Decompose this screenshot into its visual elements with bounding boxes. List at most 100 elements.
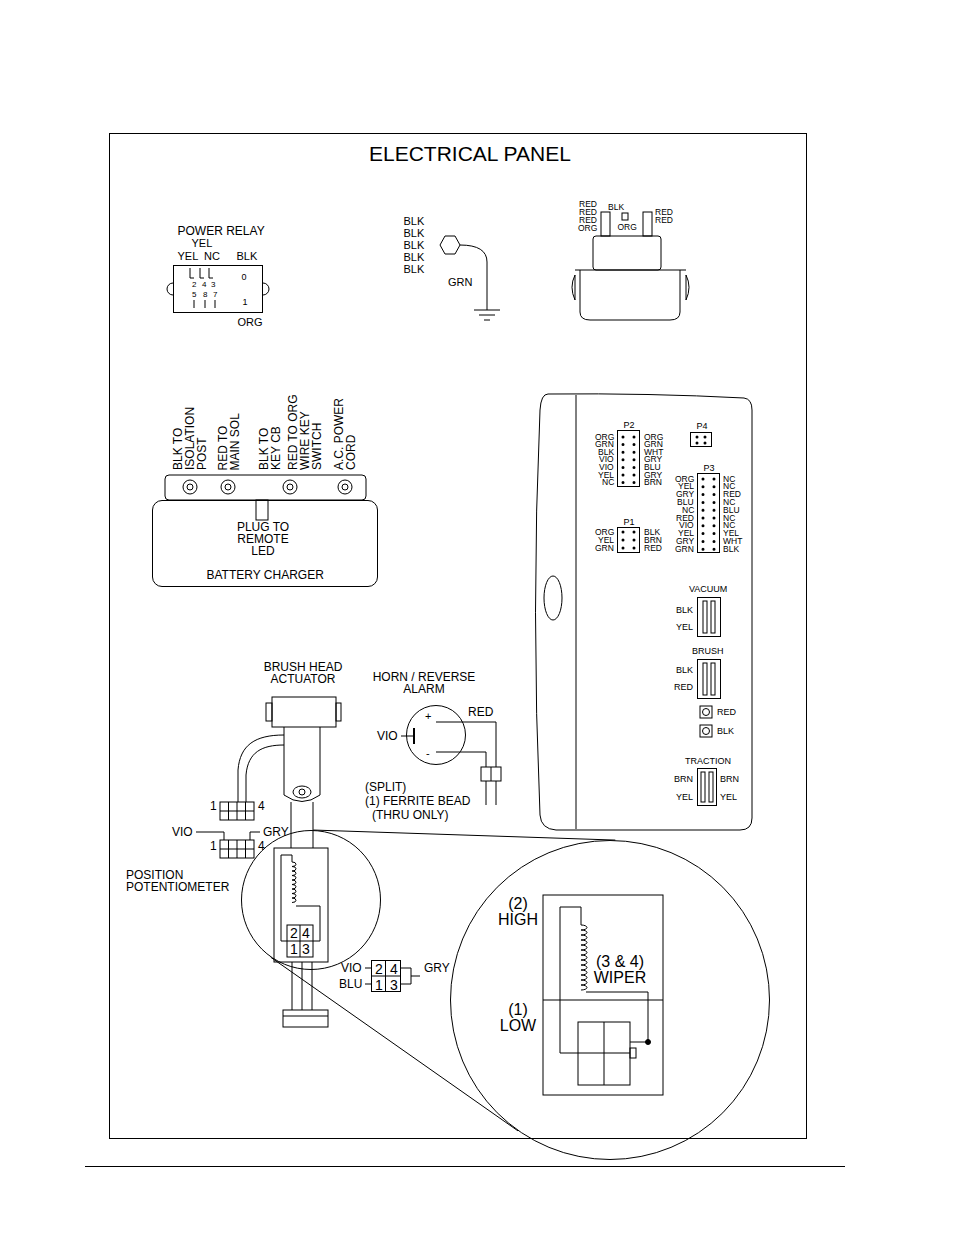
node-text: BRUSH	[692, 647, 724, 656]
connector-p2: P2	[617, 430, 640, 487]
wire-label: POSITION POTENTIOMETER	[126, 869, 226, 893]
wire-label: 0	[242, 273, 247, 282]
wire-label: BLK	[676, 666, 693, 675]
wire-label: YEL	[192, 238, 213, 249]
wire-label: BLK	[237, 251, 258, 262]
node-text: 3	[302, 942, 310, 956]
wire-label: BRN	[674, 775, 693, 784]
wire-label: 4	[202, 281, 206, 289]
node-text: 4	[302, 926, 310, 940]
wire-label: 7	[213, 291, 217, 299]
wire-label: 4	[258, 840, 265, 852]
wire-label: +	[425, 711, 431, 722]
wire-label: ORG	[238, 317, 263, 328]
wire-label: BLK	[723, 545, 739, 554]
connector-p4: P4	[690, 432, 712, 447]
wire-label: 4	[258, 800, 265, 812]
wire-label: RED	[468, 706, 493, 718]
wire-label: GRY	[263, 826, 289, 838]
node-text: (2) HIGH	[492, 896, 544, 928]
wire-label: YEL	[676, 793, 693, 802]
wire-label: ORG	[618, 223, 637, 232]
wire-label: BLK	[404, 252, 425, 263]
wire-label: BRN	[644, 478, 662, 487]
wire-label: BLK	[608, 203, 624, 212]
wire-label: YEL	[178, 251, 199, 262]
wire-label: BLK TO KEY CB	[258, 410, 282, 470]
wire-label: VIO	[341, 962, 362, 974]
node-text: P2	[624, 421, 635, 430]
wire-label: (THRU ONLY)	[372, 809, 448, 821]
magnifier-leader	[271, 830, 616, 1131]
node-text: TRACTION	[685, 757, 731, 766]
wire-label: RED	[674, 683, 693, 692]
wire-label: BLU	[339, 978, 362, 990]
wire-label: 1	[210, 840, 217, 852]
connector-p1: P1	[617, 527, 640, 553]
wire-label: GRN	[675, 545, 694, 554]
wire-label: (1) FERRITE BEAD	[365, 795, 470, 807]
node-outline	[406, 705, 466, 765]
node-text: PLUG TO REMOTE LED	[226, 521, 301, 557]
wire-label: ORG	[578, 224, 597, 233]
potentiometer-zoom: (2) HIGH (3 & 4) WIPER (1) LOW	[450, 840, 770, 1160]
node-text: 2	[290, 926, 298, 940]
node-text: 1	[290, 942, 298, 956]
node-text: 1	[375, 978, 383, 992]
wire-label: -	[426, 748, 430, 759]
vacuum-terminal: VACUUM	[697, 597, 721, 637]
wire-label: RED	[644, 544, 662, 553]
wire-label: VIO	[377, 730, 398, 742]
traction-terminal: TRACTION	[697, 768, 717, 806]
node-text: BATTERY CHARGER	[207, 569, 324, 581]
wire-label: BLK	[717, 727, 734, 736]
wire-label: 8	[203, 291, 207, 299]
wire-label: BLK	[404, 264, 425, 275]
wire-label: BLK	[676, 606, 693, 615]
wire-label: BRUSH HEAD ACTUATOR	[253, 661, 353, 685]
wire-label: YEL	[676, 623, 693, 632]
wire-label: BLK TO ISOLATION POST	[172, 380, 208, 470]
wire-label: BLK	[404, 216, 425, 227]
power-relay: POWER RELAY	[173, 265, 263, 313]
wire-label: GRY	[424, 962, 450, 974]
node-text: HORN / REVERSE ALARM	[369, 671, 479, 695]
node-text: 3	[390, 978, 398, 992]
wire-label: GRN	[595, 544, 614, 553]
wire-label: 3	[211, 281, 215, 289]
node-text: P4	[697, 422, 708, 431]
wire-label: RED	[655, 216, 673, 225]
node-text: 2	[375, 962, 383, 976]
wire-label: 5	[192, 291, 196, 299]
wire-label: BRN	[720, 775, 739, 784]
wire-label: (SPLIT)	[365, 781, 406, 793]
pot-connector: 2413	[371, 960, 401, 992]
node-text: P1	[624, 518, 635, 527]
wire-label: YEL	[720, 793, 737, 802]
node-outline-circle	[407, 706, 466, 765]
horn: HORN / REVERSE ALARM	[406, 705, 466, 765]
wire-label: BLK	[404, 240, 425, 251]
wire-label: 1	[210, 800, 217, 812]
node-text: P3	[704, 464, 715, 473]
wire-label: NC	[204, 251, 220, 262]
wire-label: RED	[717, 708, 736, 717]
wire-label: BLK	[404, 228, 425, 239]
node-text: (3 & 4) WIPER	[589, 954, 651, 986]
wire-label: A.C. POWER CORD	[333, 390, 357, 470]
node-text: 4	[390, 962, 398, 976]
node-outline	[450, 840, 770, 1160]
wire-label: 1	[243, 298, 248, 307]
wire-label: RED TO ORG WIRE KEY SWITCH	[287, 380, 323, 470]
node-text: (1) LOW	[492, 1002, 544, 1034]
node-outline-circle	[242, 831, 381, 970]
battery-charger: PLUG TO REMOTE LED BATTERY CHARGER	[152, 500, 378, 587]
wire-label: VIO	[172, 826, 193, 838]
node-text: POWER RELAY	[178, 225, 265, 237]
connector-p3: P3	[697, 473, 720, 553]
wire-label: RED TO MAIN SOL	[216, 395, 240, 470]
title: ELECTRICAL PANEL	[369, 143, 571, 164]
node-outline-circle	[451, 841, 770, 1160]
